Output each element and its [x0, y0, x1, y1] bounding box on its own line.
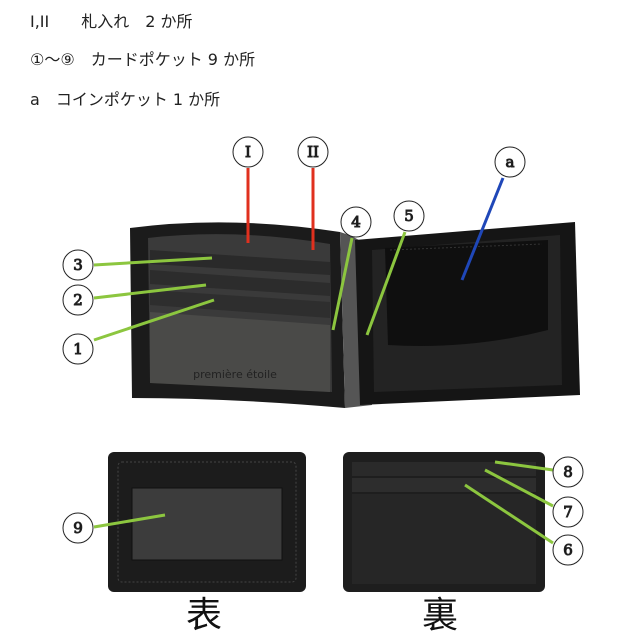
callout-2: 2	[62, 284, 94, 316]
callout-8: 8	[552, 456, 584, 488]
card-holder-back	[343, 452, 545, 592]
svg-text:3: 3	[73, 256, 83, 274]
svg-text:2: 2	[73, 291, 83, 309]
callout-5: 5	[393, 200, 425, 232]
svg-text:II: II	[307, 143, 319, 161]
svg-text:a: a	[506, 153, 515, 171]
callout-7: 7	[552, 496, 584, 528]
svg-text:5: 5	[404, 207, 414, 225]
legend-coin: a コインポケット 1 か所	[30, 90, 221, 109]
legend-card: ①〜⑨ カードポケット 9 か所	[30, 50, 256, 69]
svg-text:8: 8	[563, 463, 573, 481]
svg-text:1: 1	[73, 340, 83, 358]
legend-bill: I,II 札入れ 2 か所	[30, 12, 193, 31]
svg-text:I: I	[245, 143, 251, 161]
callout-4: 4	[340, 206, 372, 238]
svg-text:4: 4	[351, 213, 361, 231]
callout-3: 3	[62, 249, 94, 281]
callout-lines	[93, 168, 554, 545]
svg-text:9: 9	[73, 519, 83, 537]
callout-6: 6	[552, 534, 584, 566]
svg-text:6: 6	[563, 541, 573, 559]
callout-1: 1	[62, 333, 94, 365]
callout-a: a	[494, 146, 526, 178]
svg-text:7: 7	[563, 503, 573, 521]
card-holder-front	[108, 452, 306, 592]
callout-9: 9	[62, 512, 94, 544]
label-front: 表	[186, 595, 223, 636]
callout-I: I	[232, 136, 264, 168]
brand-emboss: première étoile	[193, 368, 277, 381]
label-back: 裏	[422, 595, 459, 636]
wallet-open: première étoile	[130, 222, 580, 408]
callout-II: II	[297, 136, 329, 168]
